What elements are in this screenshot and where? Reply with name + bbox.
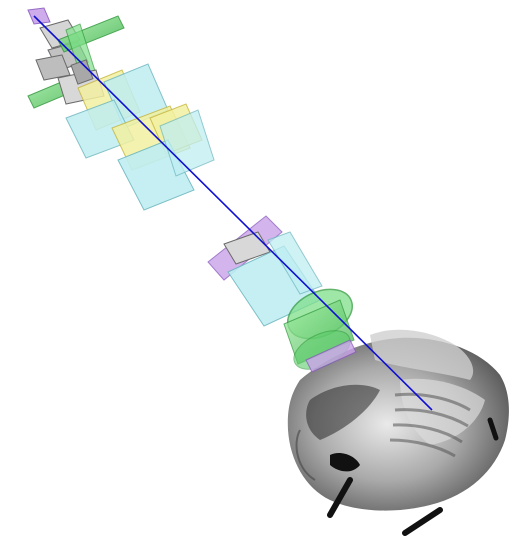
- optical-beam-line-icon: [34, 16, 432, 410]
